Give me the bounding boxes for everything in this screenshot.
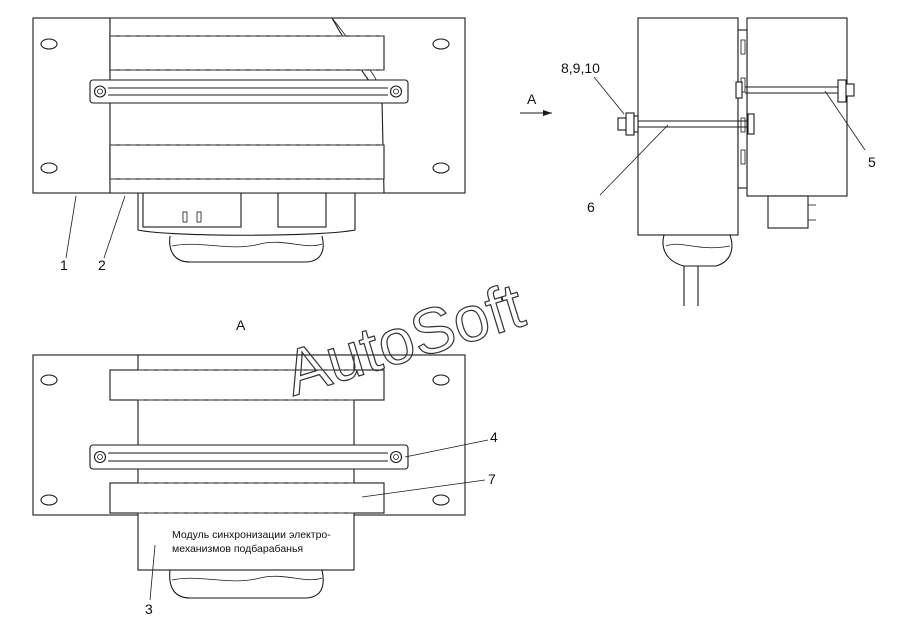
hole-tr <box>432 38 450 50</box>
module-caption-line1: Модуль синхронизации электро- <box>172 529 331 541</box>
callout-1: 1 <box>60 257 68 273</box>
side-plate <box>737 29 748 189</box>
view-arrow-label: А <box>527 91 537 107</box>
module-caption-line2: механизмов подбарабанья <box>172 543 303 555</box>
upper-slot <box>109 35 385 71</box>
rail-bracket-a <box>89 444 409 470</box>
rail-bracket <box>89 79 409 104</box>
motor-cap-a <box>169 569 324 599</box>
hole-br <box>432 162 450 174</box>
leader-lines <box>65 76 866 601</box>
side-block <box>277 192 327 228</box>
callout-6: 6 <box>587 199 595 215</box>
side-housing-right <box>746 17 848 197</box>
callout-8-9-10: 8,9,10 <box>561 60 600 76</box>
rail-bolt-right <box>389 85 403 98</box>
hole-bl <box>40 162 58 174</box>
lower-slot-a <box>109 482 385 514</box>
callout-5: 5 <box>868 154 876 170</box>
rail-bolt-left <box>93 85 107 98</box>
view-a <box>32 354 466 599</box>
side-connector <box>767 195 809 229</box>
view-a-title: А <box>236 317 246 333</box>
side-view <box>520 17 855 306</box>
housing-bottom <box>137 193 356 236</box>
callout-3: 3 <box>145 601 153 617</box>
motor-cap <box>169 235 324 263</box>
connector-block <box>142 192 242 228</box>
hole-tl <box>40 38 58 50</box>
lower-slot <box>109 144 385 180</box>
callout-2: 2 <box>98 257 106 273</box>
front-view <box>32 17 466 263</box>
side-motor <box>662 234 733 267</box>
upper-slot-a <box>109 369 385 401</box>
callout-4: 4 <box>490 429 498 445</box>
callout-7: 7 <box>488 471 496 487</box>
nut-washer-set <box>625 112 635 136</box>
